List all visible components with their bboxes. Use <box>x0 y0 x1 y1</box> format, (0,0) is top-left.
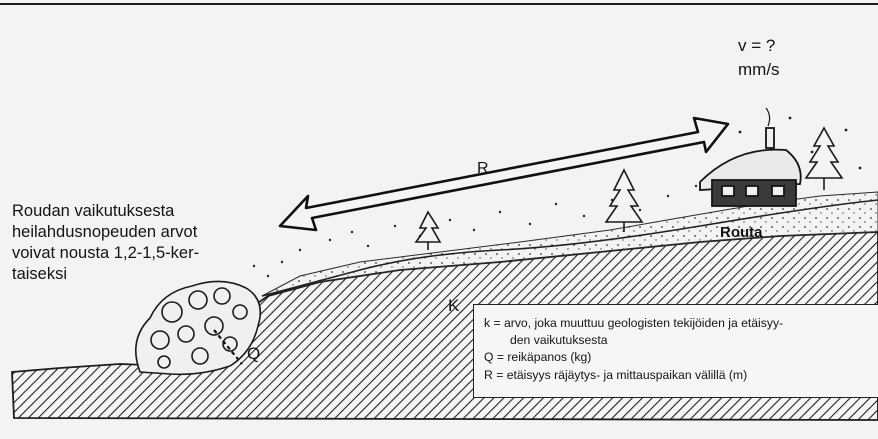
frost-note-line: voivat nousta 1,2-1,5-ker- <box>12 243 199 264</box>
legend-box: k = arvo, joka muuttuu geologisten tekij… <box>473 304 878 398</box>
legend-item-k: k = arvo, joka muuttuu geologisten tekij… <box>484 315 878 332</box>
velocity-question: v = ? mm/s <box>738 34 780 82</box>
distance-arrow <box>280 118 728 230</box>
distance-label: R <box>477 160 489 178</box>
frost-effect-note: Roudan vaikutuksesta heilahdusnopeuden a… <box>12 201 199 285</box>
k-label: K <box>448 296 459 316</box>
frost-note-line: heilahdusnopeuden arvot <box>12 222 199 243</box>
frost-note-line: Roudan vaikutuksesta <box>12 201 199 222</box>
legend-item-q: Q = reikäpanos (kg) <box>484 349 878 366</box>
velocity-line: v = ? <box>738 34 780 58</box>
legend-item-k-cont: den vaikutuksesta <box>484 332 878 349</box>
charge-label: Q <box>247 344 260 364</box>
velocity-unit: mm/s <box>738 58 780 82</box>
frost-label: Routa <box>720 224 763 241</box>
frost-note-line: taiseksi <box>12 264 199 285</box>
legend-item-r: R = etäisyys räjäytys- ja mittauspaikan … <box>484 367 878 384</box>
